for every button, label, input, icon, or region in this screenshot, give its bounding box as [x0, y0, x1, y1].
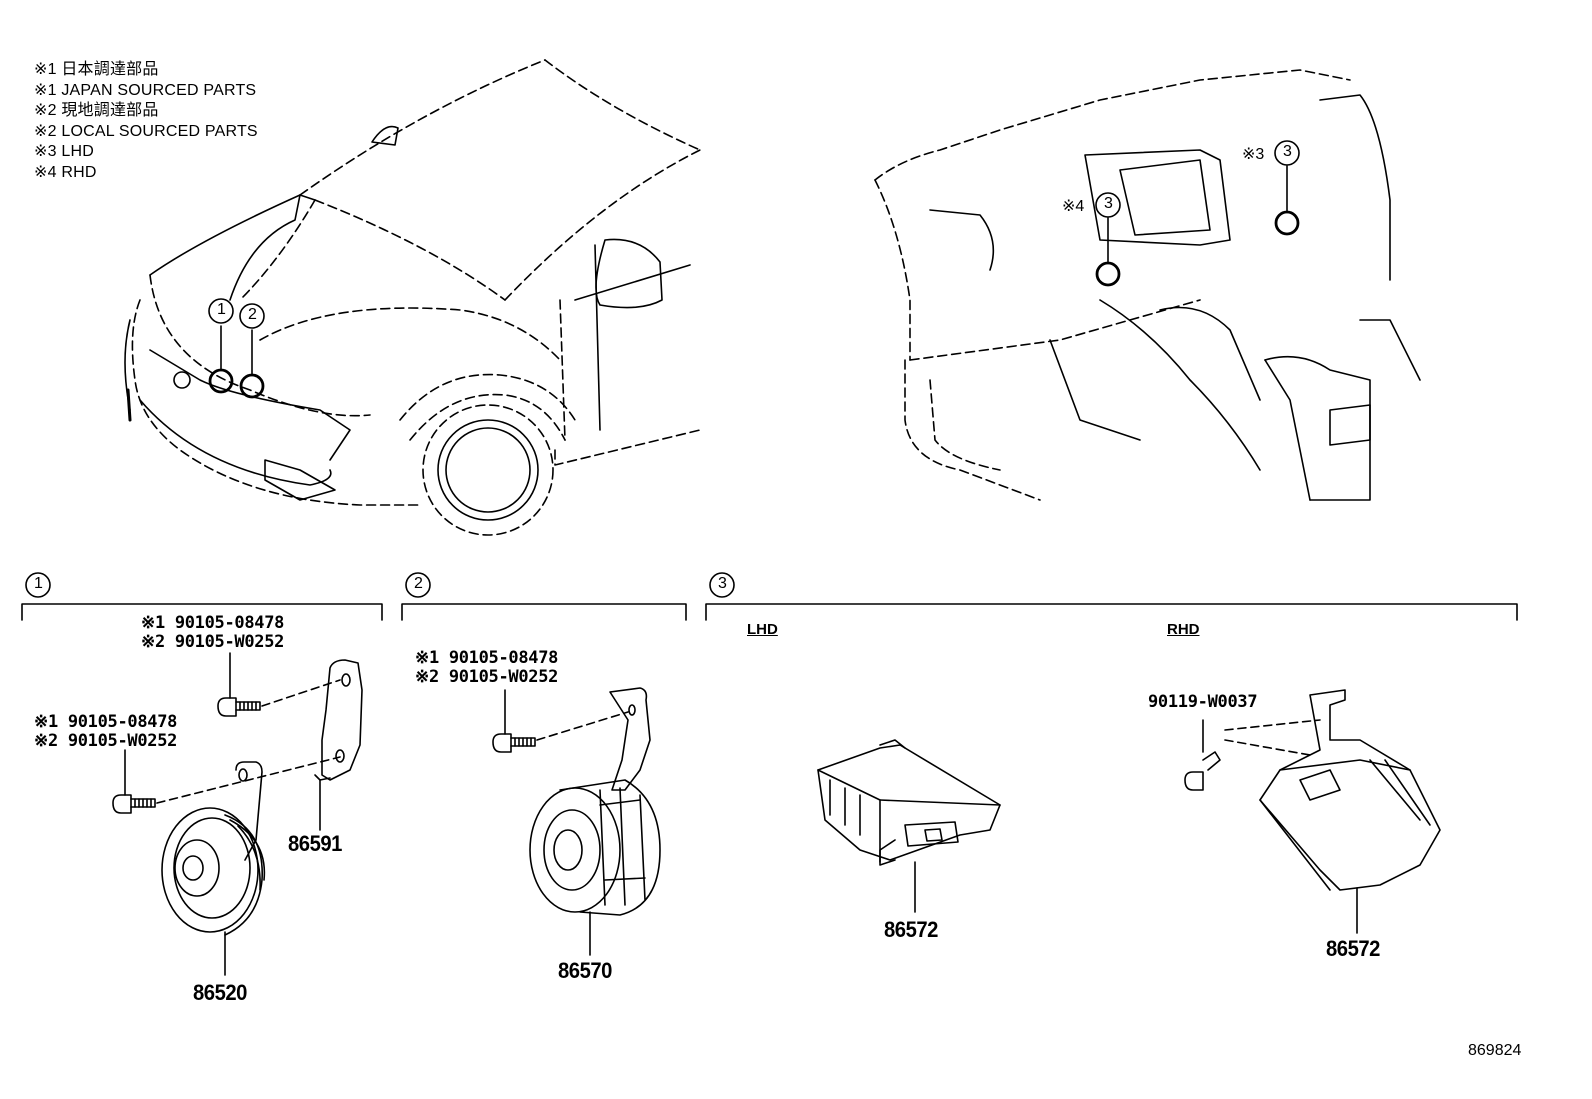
dashboard-view	[874, 69, 1421, 501]
part-86520-label: 86520	[193, 980, 247, 1005]
diagram-code: 869824	[1468, 1042, 1522, 1059]
callout-3-rhd-number: 3	[1283, 143, 1292, 160]
section-2-number: 2	[414, 575, 423, 592]
rhd-heading: RHD	[1167, 621, 1200, 638]
legend-line-5: ※3 LHD	[34, 143, 94, 160]
callout-rhd-mark: ※4	[1062, 198, 1085, 215]
section-3-rhd-parts	[1184, 689, 1441, 934]
legend-line-4: ※2 LOCAL SOURCED PARTS	[34, 122, 258, 140]
car-front-view	[124, 59, 701, 536]
legend-line-3: ※2 現地調達部品	[34, 102, 159, 119]
part-86572-lhd-label: 86572	[884, 917, 938, 942]
s2-bolt-part-1: ※1 90105-08478	[415, 648, 559, 668]
callout-2-number: 2	[248, 306, 257, 323]
s1-left-bolt-part-2: ※2 90105-W0252	[34, 731, 178, 751]
legend-line-2: ※1 JAPAN SOURCED PARTS	[34, 81, 257, 99]
rhd-bolt-part: 90119-W0037	[1148, 692, 1258, 712]
legend-line-6: ※4 RHD	[34, 163, 97, 181]
callout-1-number: 1	[217, 301, 226, 318]
callout-lhd-mark: ※3	[1242, 146, 1265, 163]
legend-line-1: ※1 日本調達部品	[34, 61, 159, 78]
s2-bolt-part-2: ※2 90105-W0252	[415, 667, 559, 687]
section-1-number: 1	[34, 575, 43, 592]
section-3-number: 3	[718, 575, 727, 592]
s1-top-bolt-part-2: ※2 90105-W0252	[141, 632, 285, 652]
section-3-lhd-parts	[817, 739, 1001, 913]
callout-3-lhd-number: 3	[1104, 195, 1113, 212]
part-86591-label: 86591	[288, 831, 342, 856]
lhd-heading: LHD	[747, 621, 778, 638]
part-86572-rhd-label: 86572	[1326, 936, 1380, 961]
section-2-parts	[492, 687, 661, 956]
section-brackets	[21, 572, 1518, 621]
part-86570-label: 86570	[558, 958, 612, 983]
s1-top-bolt-part-1: ※1 90105-08478	[141, 613, 285, 633]
section-1-parts	[112, 652, 363, 976]
legend: ※1 日本調達部品 ※1 JAPAN SOURCED PARTS ※2 現地調達…	[34, 60, 258, 183]
s1-left-bolt-part-1: ※1 90105-08478	[34, 712, 178, 732]
